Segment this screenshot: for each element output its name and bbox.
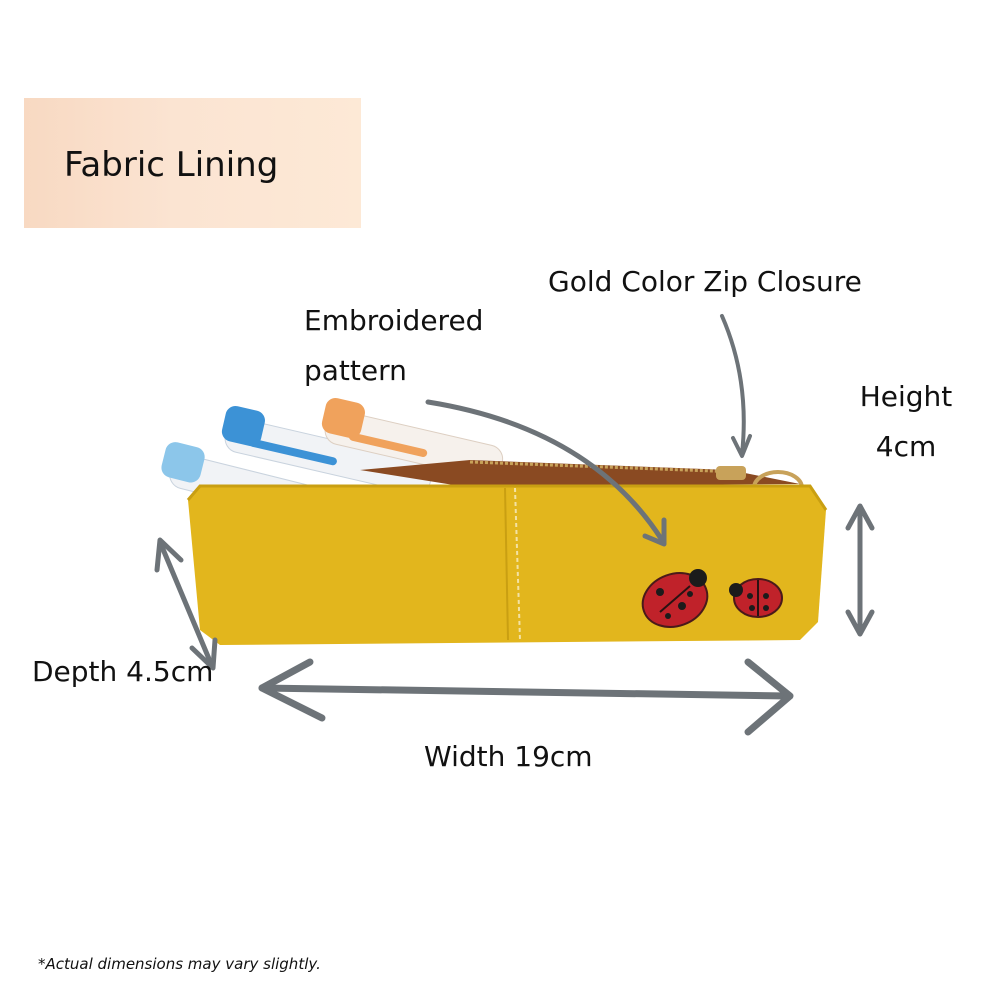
zip-arrow: [720, 314, 746, 456]
embroidered-pattern-label: Embroidered pattern: [304, 304, 484, 388]
zip-arrow-head: [731, 434, 752, 458]
height-label: Height 4cm: [859, 380, 953, 464]
embroidered-arrow: [425, 399, 665, 543]
embroidered-arrow-head: [642, 517, 667, 547]
width-label: Width 19cm: [424, 740, 593, 773]
fabric-lining-banner: [24, 98, 361, 228]
height-arrow-head-top: [845, 503, 875, 531]
ladybug-small: [729, 578, 783, 618]
width-arrow-head-left: [258, 658, 326, 722]
depth-arrow-head-bottom: [189, 637, 218, 671]
dimensions-footnote: *Actual dimensions may vary slightly.: [38, 955, 321, 973]
zip-closure-label: Gold Color Zip Closure: [548, 265, 862, 298]
depth-label: Depth 4.5cm: [32, 655, 214, 688]
height-arrow-head-bottom: [845, 609, 875, 637]
pencil-case: [186, 484, 828, 645]
depth-arrow-head-top: [154, 537, 184, 573]
fabric-lining-label: Fabric Lining: [64, 145, 279, 185]
pen-blue: [221, 405, 433, 495]
width-arrow: [258, 684, 792, 700]
depth-arrow: [157, 539, 215, 669]
ladybug-large: [641, 569, 709, 628]
width-arrow-head-right: [744, 658, 794, 736]
